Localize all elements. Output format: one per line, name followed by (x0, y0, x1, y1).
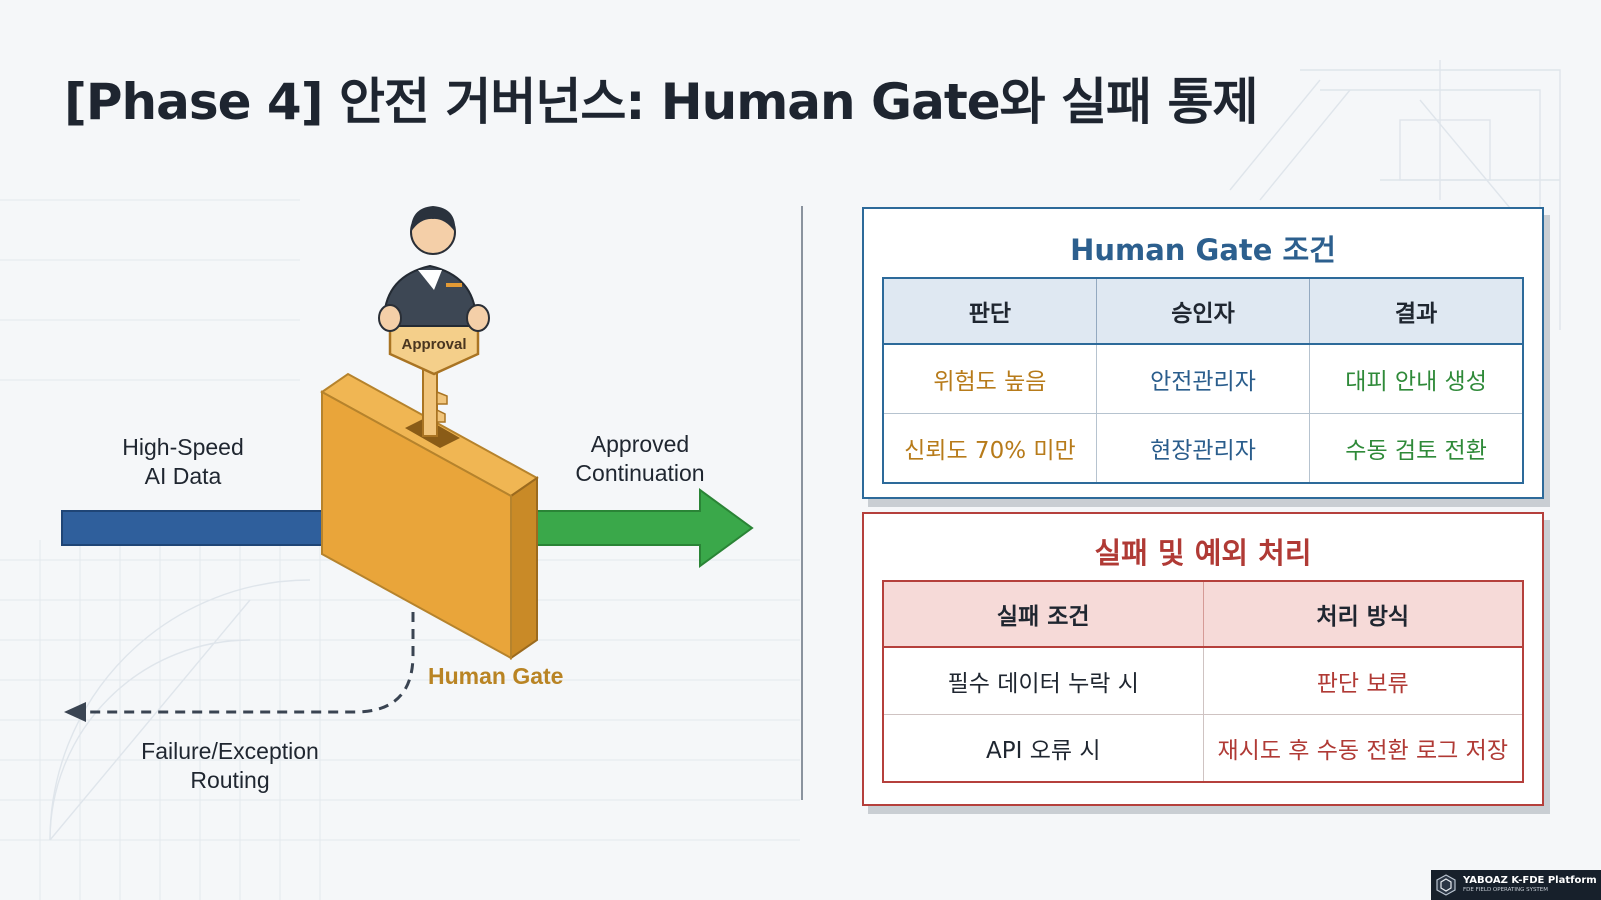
approver-person-icon (378, 206, 490, 332)
column-header: 결과 (1309, 277, 1524, 345)
output-label: Approved Continuation (575, 431, 705, 486)
table-row: 필수 데이터 누락 시 판단 보류 (882, 646, 1524, 715)
failure-table: 실패 조건 처리 방식 필수 데이터 누락 시 판단 보류 API 오류 시 재… (882, 580, 1524, 783)
input-label: High-Speed AI Data (122, 434, 244, 489)
platform-name: YABOAZ K-FDE Platform (1463, 875, 1597, 887)
failure-arrow-head (64, 702, 86, 722)
failure-handling-panel: 실패 및 예외 처리 실패 조건 처리 방식 필수 데이터 누락 시 판단 보류… (862, 512, 1544, 806)
panel-title: Human Gate 조건 (1070, 233, 1336, 267)
table-cell: 안전관리자 (1095, 343, 1311, 414)
table-cell: 현장관리자 (1095, 413, 1311, 484)
human-gate-diagram: Approval High-Speed AI Data Approved Con… (0, 0, 800, 900)
table-cell: 대피 안내 생성 (1309, 343, 1524, 414)
column-header: 실패 조건 (882, 580, 1204, 648)
table-cell: 재시도 후 수동 전환 로그 저장 (1202, 714, 1524, 783)
table-cell: 신뢰도 70% 미만 (882, 413, 1097, 484)
column-header: 처리 방식 (1202, 580, 1524, 648)
column-header: 판단 (882, 277, 1097, 345)
table-cell: 위험도 높음 (882, 343, 1097, 414)
gate-label: Human Gate (428, 663, 564, 689)
table-cell: 필수 데이터 누락 시 (882, 646, 1204, 715)
failure-label: Failure/Exception Routing (141, 738, 319, 793)
panel-title: 실패 및 예외 처리 (1094, 536, 1312, 570)
table-row: 신뢰도 70% 미만 현장관리자 수동 검토 전환 (882, 413, 1524, 484)
table-row: 위험도 높음 안전관리자 대피 안내 생성 (882, 343, 1524, 414)
table-row: API 오류 시 재시도 후 수동 전환 로그 저장 (882, 714, 1524, 783)
output-arrow (519, 488, 754, 568)
column-header: 승인자 (1095, 277, 1311, 345)
failure-routing-arrow (82, 612, 415, 714)
table-cell: 수동 검토 전환 (1309, 413, 1524, 484)
human-gate-conditions-panel: Human Gate 조건 판단 승인자 결과 위험도 높음 안전관리자 대피 … (862, 207, 1544, 499)
table-header-row: 판단 승인자 결과 (882, 277, 1524, 345)
section-divider (801, 206, 803, 800)
platform-logo: YABOAZ K-FDE Platform FDE FIELD OPERATIN… (1431, 870, 1601, 900)
table-cell: API 오류 시 (882, 714, 1204, 783)
table-header-row: 실패 조건 처리 방식 (882, 580, 1524, 648)
diagram-graphic: Approval (61, 206, 754, 722)
human-gate-table: 판단 승인자 결과 위험도 높음 안전관리자 대피 안내 생성 신뢰도 70% … (882, 277, 1524, 484)
platform-tagline: FDE FIELD OPERATING SYSTEM (1463, 887, 1549, 894)
platform-logo-icon (1436, 874, 1456, 896)
page-title: [Phase 4] 안전 거버넌스: Human Gate와 실패 통제 (64, 73, 1258, 131)
svg-text:Approval: Approval (401, 336, 466, 353)
table-cell: 판단 보류 (1202, 646, 1524, 715)
